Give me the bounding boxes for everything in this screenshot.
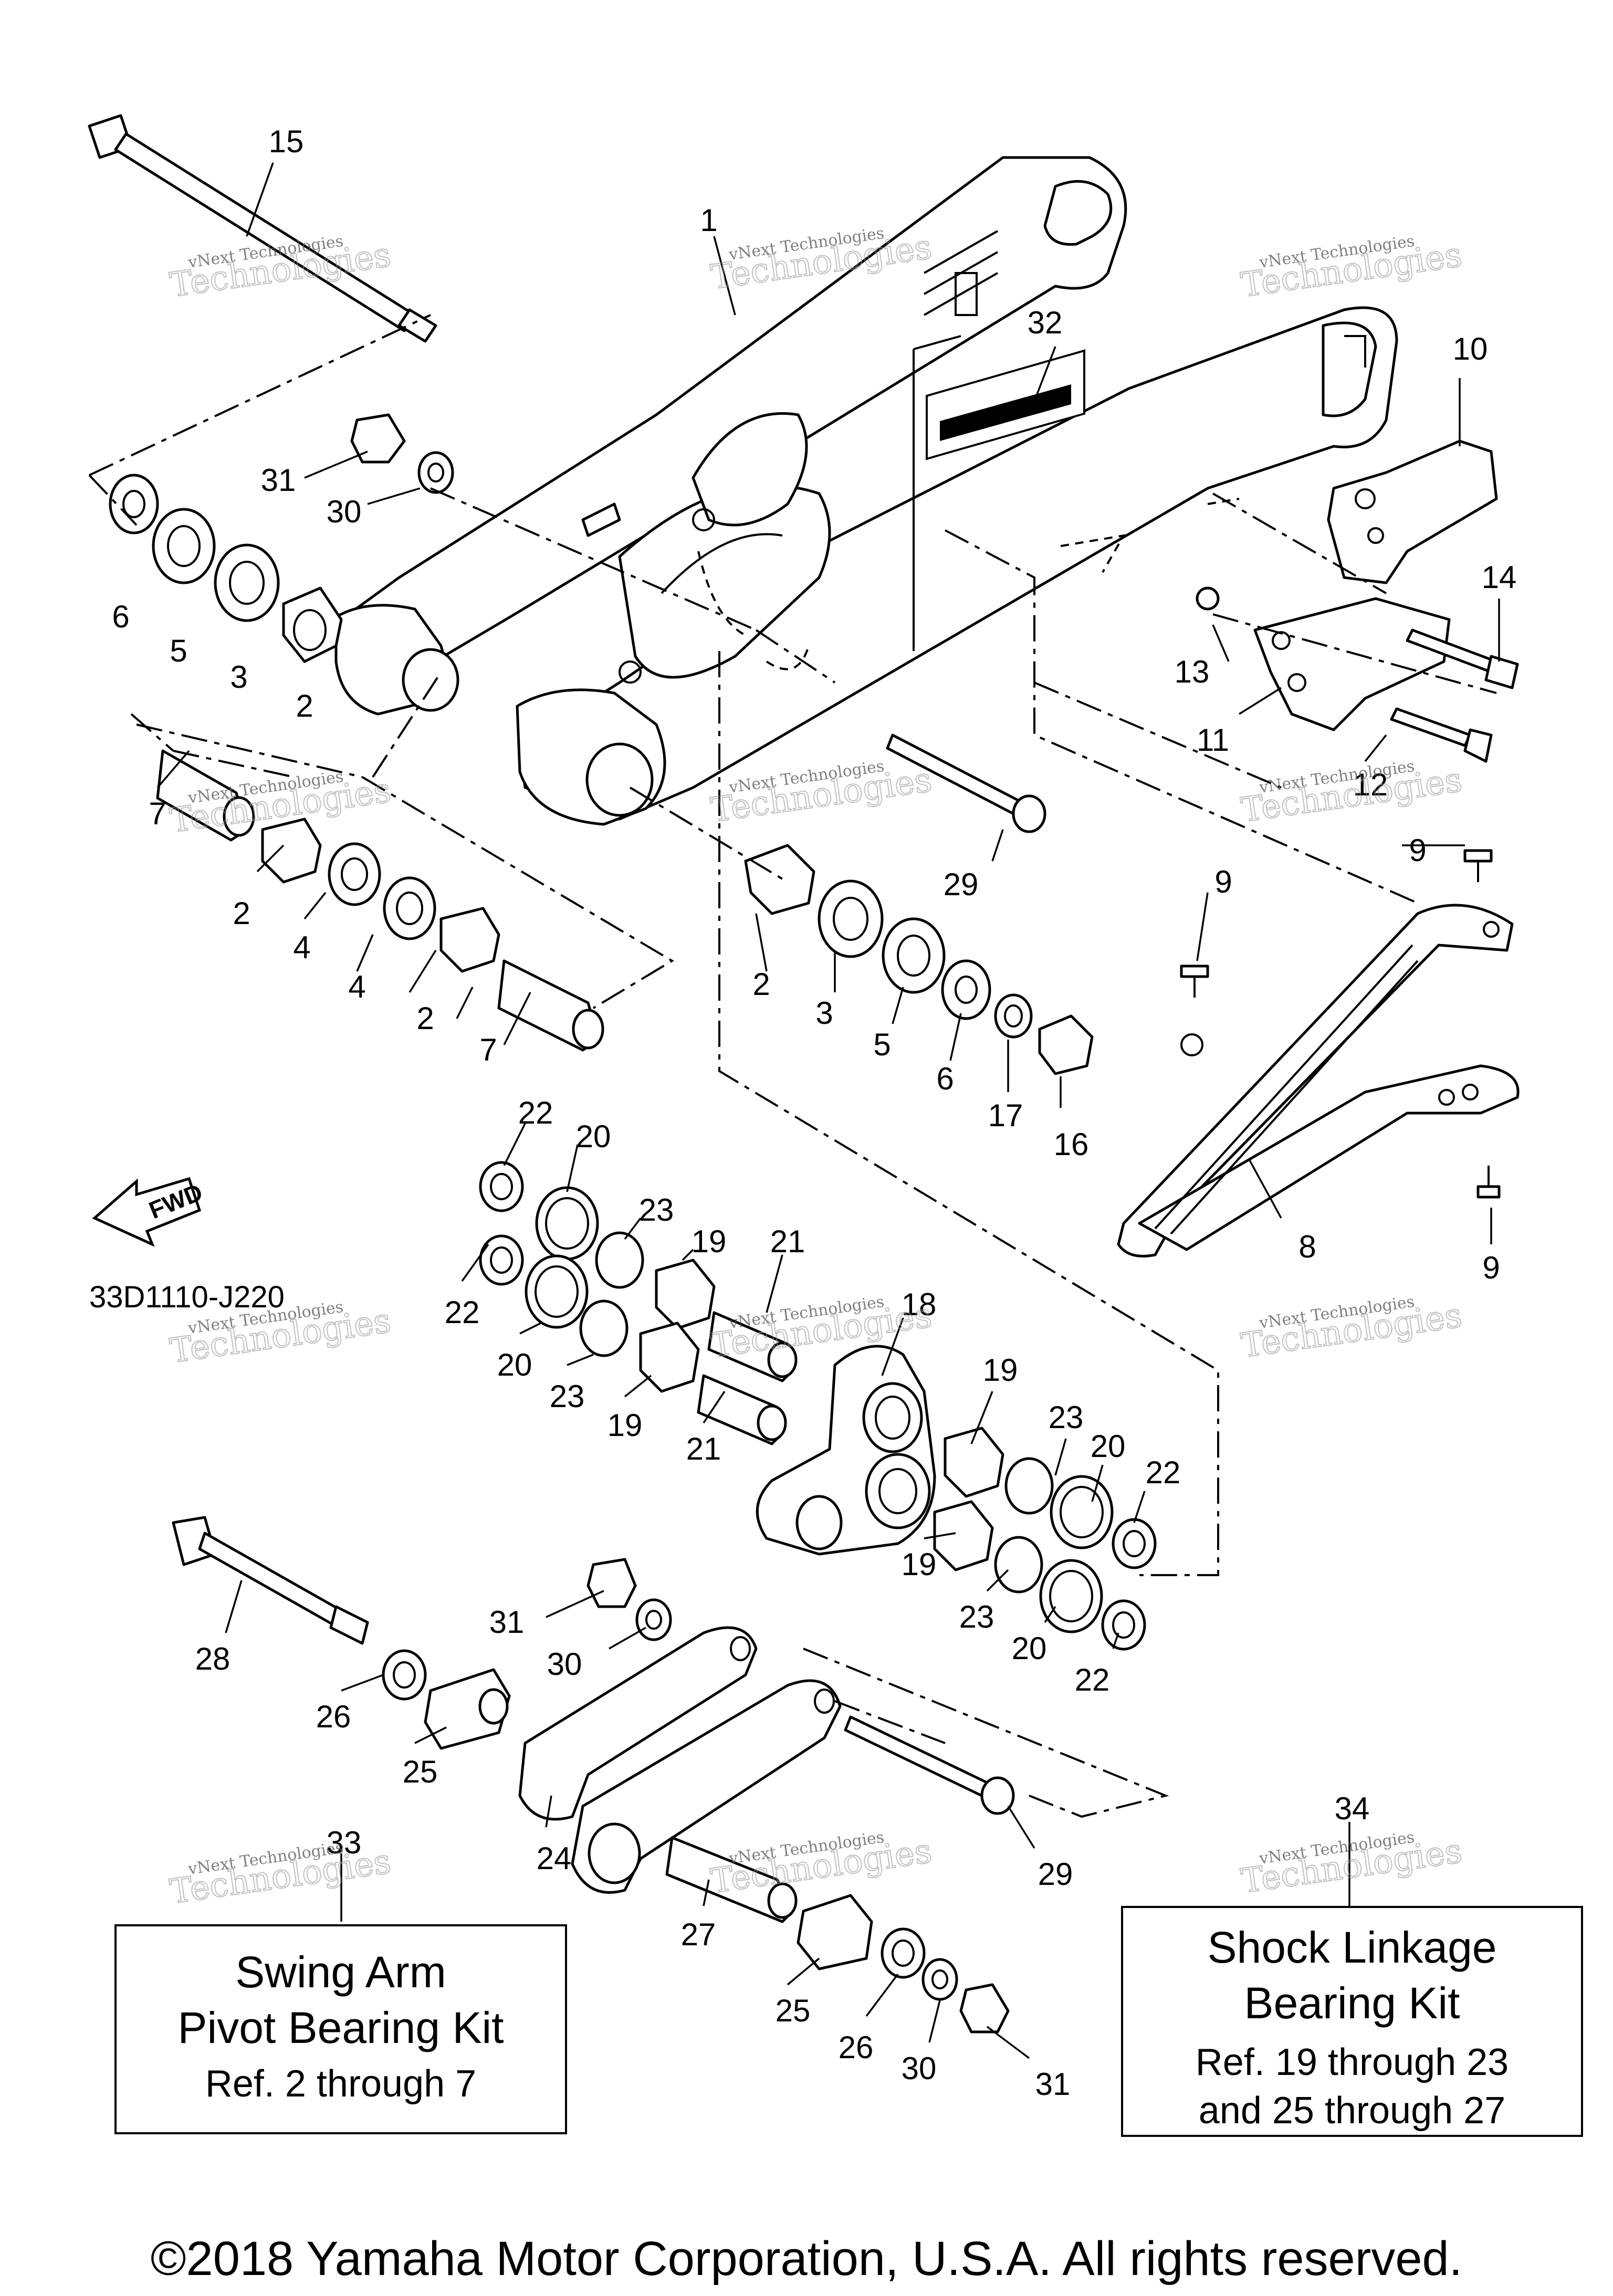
callout-4-b: 4 — [348, 969, 365, 1004]
connecting-rod-part[interactable] — [518, 1626, 842, 1894]
callout-25-lower: 25 — [776, 1993, 811, 2028]
callout-9-bottom: 9 — [1482, 1250, 1500, 1285]
callout-29-upper: 29 — [944, 867, 979, 902]
callout-2-mid: 2 — [416, 1001, 434, 1036]
callout-22-d: 22 — [1075, 1662, 1110, 1697]
callout-7-right: 7 — [479, 1032, 497, 1067]
callout-25-left: 25 — [403, 1754, 438, 1789]
callout-26-lower: 26 — [839, 2030, 874, 2065]
callout-19-b: 19 — [608, 1408, 643, 1443]
callout-1: 1 — [700, 203, 717, 238]
callout-32: 32 — [1028, 305, 1063, 340]
lower-linkage-hardware[interactable] — [172, 1516, 1015, 2033]
callout-21-b: 21 — [686, 1431, 721, 1466]
callout-10: 10 — [1453, 331, 1488, 366]
label-decal-part[interactable] — [913, 335, 1085, 651]
callout-11: 11 — [1197, 722, 1229, 758]
chain-guide-bolt[interactable] — [1180, 849, 1501, 1199]
callout-19-d: 19 — [902, 1547, 937, 1582]
callout-4-a: 4 — [293, 930, 310, 965]
callout-26-left: 26 — [316, 1699, 351, 1734]
callout-16: 16 — [1054, 1127, 1089, 1162]
nut-washer-upper[interactable] — [350, 413, 454, 494]
kit-subtitle-line2: and 25 through 27 — [1198, 2090, 1506, 2132]
pivot-bearing-set-right[interactable] — [744, 844, 1094, 1075]
callout-14: 14 — [1482, 560, 1517, 595]
callout-27: 27 — [681, 1917, 716, 1952]
chain-puller-bolts[interactable] — [1196, 586, 1519, 763]
leader-lines — [156, 162, 1500, 2059]
kit-title-line1: Swing Arm — [235, 1947, 446, 1997]
linkage-bearing-set[interactable] — [479, 1161, 1157, 1651]
callout-9-mid: 9 — [1214, 864, 1232, 899]
callout-19-a: 19 — [692, 1224, 727, 1259]
callout-23-d: 23 — [959, 1599, 994, 1634]
callout-30-lower: 30 — [902, 2051, 937, 2086]
callout-30-upper: 30 — [327, 494, 362, 529]
callout-23-c: 23 — [1049, 1400, 1084, 1435]
callout-5-right: 5 — [873, 1027, 891, 1062]
callout-20-b: 20 — [497, 1347, 532, 1382]
swing-arm-part[interactable] — [334, 156, 1398, 826]
chain-guide-part[interactable] — [1117, 904, 1520, 1257]
callout-23-b: 23 — [550, 1379, 585, 1414]
callout-33: 33 — [327, 1825, 362, 1860]
swing-arm-pivot-bearing-kit-box[interactable]: Swing Arm Pivot Bearing Kit Ref. 2 throu… — [114, 1924, 567, 2134]
callout-6-left: 6 — [112, 599, 129, 634]
callout-34: 34 — [1335, 1791, 1370, 1826]
callout-29-lower: 29 — [1038, 1857, 1073, 1892]
callout-15: 15 — [269, 124, 304, 159]
callout-17: 17 — [988, 1098, 1023, 1133]
callout-21-a: 21 — [770, 1224, 805, 1259]
callout-20-c: 20 — [1091, 1429, 1126, 1464]
chain-puller-part[interactable] — [1253, 439, 1498, 731]
callout-22-c: 22 — [1146, 1455, 1181, 1490]
pivot-shaft-part[interactable] — [88, 114, 437, 343]
kit-title-line2: Pivot Bearing Kit — [177, 2003, 504, 2052]
callout-2-right: 2 — [752, 967, 770, 1002]
callout-3-right: 3 — [815, 995, 833, 1031]
diagram-code: 33D1110-J220 — [89, 1280, 285, 1314]
linkage-bolt-upper[interactable] — [886, 733, 1046, 833]
shock-linkage-bearing-kit-box[interactable]: Shock Linkage Bearing Kit Ref. 19 throug… — [1121, 1906, 1583, 2137]
callout-12: 12 — [1353, 767, 1388, 802]
relay-arm-part[interactable] — [756, 1345, 936, 1556]
callout-30-mid: 30 — [547, 1647, 582, 1682]
forward-direction-arrow: FWD — [92, 1177, 206, 1247]
kit-subtitle-line1: Ref. 19 through 23 — [1195, 2041, 1509, 2083]
callout-22-b: 22 — [445, 1295, 480, 1330]
callout-7-left: 7 — [149, 796, 166, 831]
callout-2-left: 2 — [233, 896, 250, 931]
callout-20-d: 20 — [1012, 1631, 1047, 1666]
callout-22-a: 22 — [518, 1095, 553, 1130]
callout-5-left: 5 — [170, 633, 187, 668]
callout-23-a: 23 — [639, 1192, 674, 1228]
kit-subtitle: Ref. 2 through 7 — [205, 2063, 477, 2105]
callout-31-bottom: 31 — [1035, 2067, 1071, 2102]
callout-24: 24 — [537, 1841, 572, 1876]
pivot-bearing-set-upper[interactable] — [109, 474, 343, 663]
callout-6-right: 6 — [936, 1061, 954, 1096]
callout-28: 28 — [195, 1641, 231, 1676]
callout-8: 8 — [1298, 1229, 1316, 1264]
callout-9-top: 9 — [1409, 833, 1426, 868]
callout-2-upper: 2 — [296, 688, 313, 724]
copyright-notice: ©2018 Yamaha Motor Corporation, U.S.A. A… — [150, 2232, 1463, 2285]
assembly-lines — [88, 314, 1497, 1818]
callout-19-c: 19 — [983, 1353, 1018, 1388]
kit-title-line2: Bearing Kit — [1244, 1978, 1460, 2028]
callout-numbers: 15 1 32 10 14 13 11 12 31 30 6 5 3 2 7 2… — [112, 124, 1516, 2102]
callout-31-upper: 31 — [261, 463, 296, 498]
callout-31-lower: 31 — [489, 1605, 525, 1640]
kit-title-line1: Shock Linkage — [1207, 1923, 1497, 1972]
callout-18: 18 — [902, 1287, 937, 1322]
callout-3-left: 3 — [230, 659, 247, 695]
callout-13: 13 — [1175, 654, 1210, 689]
callout-20-a: 20 — [576, 1119, 611, 1154]
pivot-bearing-set-lower-left[interactable] — [156, 749, 604, 1052]
